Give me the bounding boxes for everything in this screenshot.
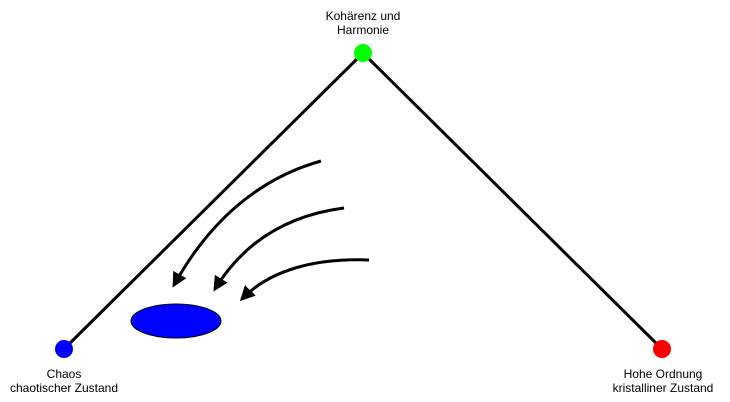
right-edge-line [361, 51, 664, 351]
arrow-3 [239, 258, 370, 302]
left-edge-line [62, 51, 365, 351]
node-right-label-line2: kristalliner Zustand [612, 381, 714, 395]
node-right-label: Hohe Ordnung kristalliner Zustand [598, 367, 728, 395]
node-left-blue [55, 340, 73, 358]
node-top-label-line2: Harmonie [336, 23, 390, 37]
node-right-red [653, 340, 671, 358]
node-left-label: Chaos chaotischer Zustand [0, 367, 128, 395]
node-right-label-line1: Hohe Ordnung [623, 367, 703, 381]
node-left-label-line2: chaotischer Zustand [9, 381, 119, 395]
chaos-blob [130, 303, 222, 339]
node-top-label-line1: Kohärenz und [325, 9, 401, 23]
node-left-label-line1: Chaos [46, 367, 82, 381]
arrow-2 [213, 206, 345, 292]
arrow-1 [172, 159, 322, 288]
node-top-green [354, 44, 372, 62]
node-top-label: Kohärenz und Harmonie [303, 9, 423, 37]
